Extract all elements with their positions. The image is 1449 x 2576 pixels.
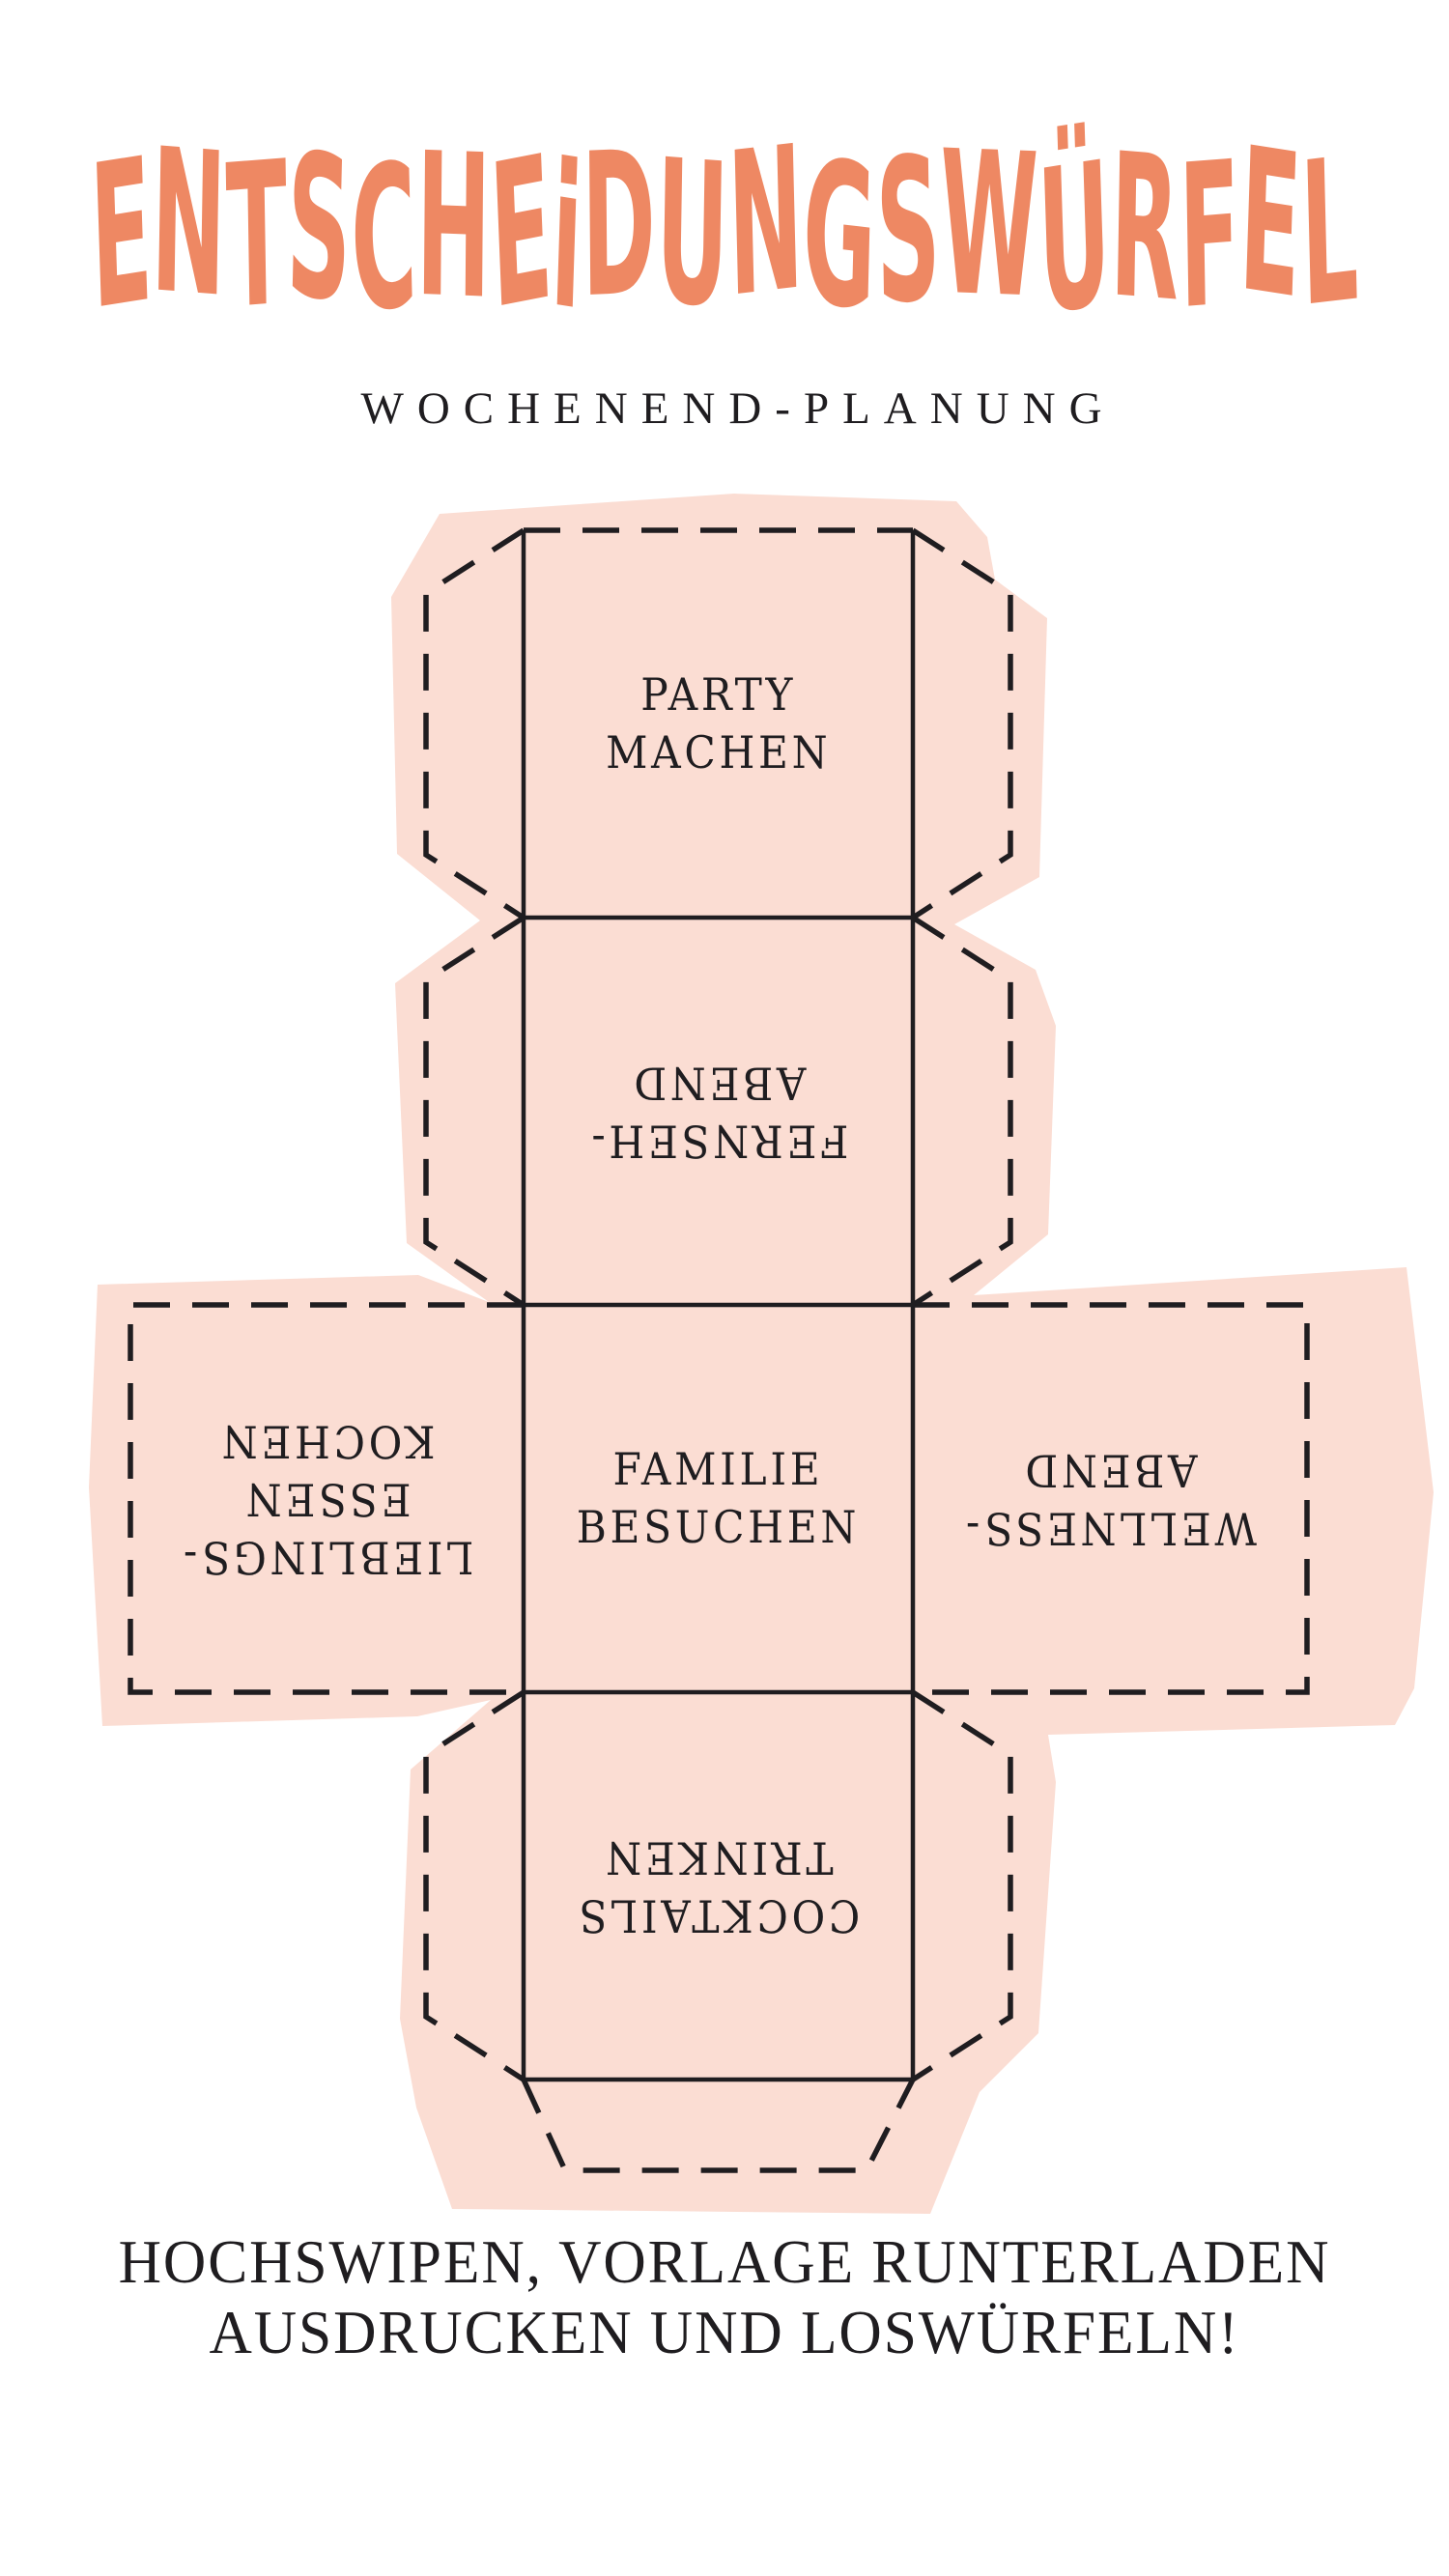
flap-line-left-face: [128, 1302, 524, 1695]
face-line: TRINKEN: [602, 1831, 835, 1884]
face-line: ABEND: [1022, 1444, 1198, 1497]
face-wellness-abend: WELLNESS- ABEND: [913, 1305, 1307, 1692]
flap-line-right-face: [913, 1302, 1310, 1695]
flap-line-face2-right: [911, 915, 1013, 1308]
face-cocktails-trinken-text: COCKTAILS TRINKEN: [576, 1828, 860, 1944]
face-line: BESUCHEN: [576, 1500, 861, 1553]
face-line: KOCHEN: [218, 1415, 436, 1468]
face-line: MACHEN: [605, 725, 832, 778]
page-subtitle: WOCHENEND-PLANUNG: [360, 383, 1116, 434]
face-lieblingsessen-kochen-text: LIEBLINGS- ESSEN KOCHEN: [180, 1412, 473, 1585]
face-party-machen: PARTY MACHEN: [524, 530, 913, 918]
flap-line-face1-left: [423, 527, 526, 920]
face-line: ABEND: [630, 1057, 807, 1110]
flap-line-face4-left: [423, 1689, 526, 2082]
face-fernseh-abend: FERNSEH- ABEND: [524, 918, 913, 1305]
face-cocktails-trinken: COCKTAILS TRINKEN: [524, 1692, 913, 2080]
dashed-flap-lines: [128, 527, 1310, 2173]
flap-line-face1-right: [911, 527, 1013, 920]
face-wellness-abend-text: WELLNESS- ABEND: [963, 1441, 1258, 1557]
face-party-machen-text: PARTY MACHEN: [606, 666, 831, 782]
face-line: PARTY: [640, 667, 796, 721]
face-lieblingsessen-kochen: LIEBLINGS- ESSEN KOCHEN: [130, 1305, 524, 1692]
face-line: WELLNESS-: [962, 1502, 1258, 1555]
face-familie-besuchen: FAMILIE BESUCHEN: [524, 1305, 913, 1692]
face-familie-besuchen-text: FAMILIE BESUCHEN: [577, 1441, 860, 1557]
footer-line-2: AUSDRUCKEN UND LOSWÜRFELN!: [209, 2297, 1240, 2366]
footer-line-1: HOCHSWIPEN, VORLAGE RUNTERLADEN: [118, 2227, 1331, 2296]
face-line: FERNSEH-: [587, 1115, 849, 1168]
solid-fold-lines: [521, 530, 916, 2082]
face-line: ESSEN: [242, 1473, 412, 1526]
flap-line-face2-left: [423, 915, 526, 1308]
face-line: LIEBLINGS-: [180, 1531, 474, 1584]
face-line: COCKTAILS: [576, 1889, 861, 1942]
flap-line-bottom-flap: [521, 2078, 916, 2173]
footer-cta: HOCHSWIPEN, VORLAGE RUNTERLADEN AUSDRUCK…: [0, 2227, 1449, 2368]
flap-line-face4-right: [911, 1689, 1013, 2082]
face-line: FAMILIE: [612, 1442, 824, 1495]
face-fernseh-abend-text: FERNSEH- ABEND: [588, 1054, 849, 1170]
